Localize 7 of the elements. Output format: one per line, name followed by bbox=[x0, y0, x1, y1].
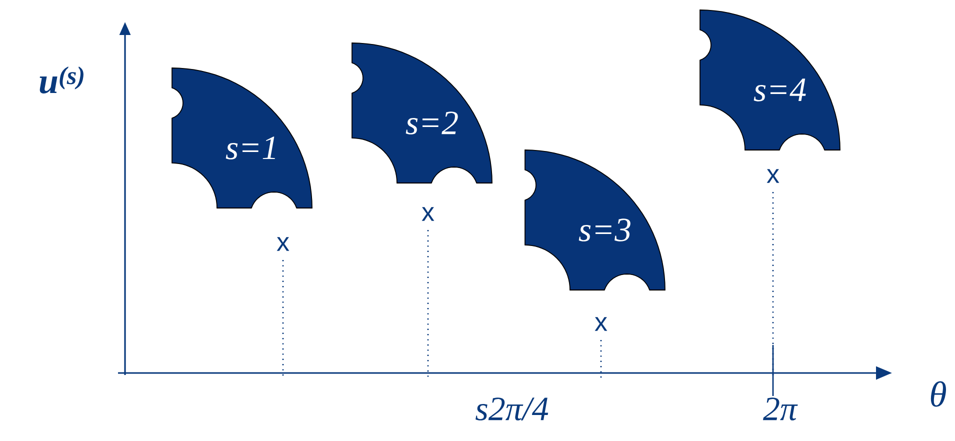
cross-mark: x bbox=[594, 317, 608, 331]
tick-label: 2π bbox=[763, 398, 798, 420]
axis-label: u$^{(s)}$ bbox=[40, 66, 84, 94]
tick-label: s2π/4 bbox=[476, 398, 548, 420]
cross-mark: x bbox=[422, 207, 434, 221]
cross-mark: x bbox=[276, 237, 290, 251]
axis-label: θ bbox=[930, 381, 946, 407]
